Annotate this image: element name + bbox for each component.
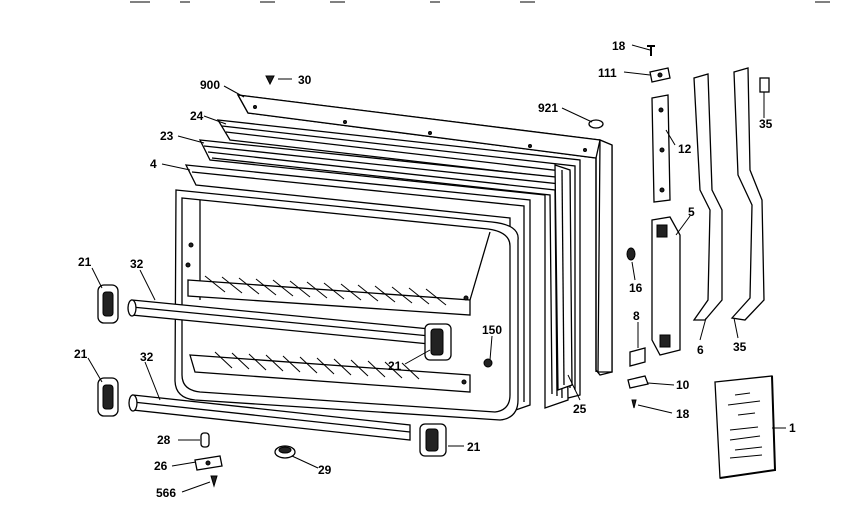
hinge-26 [194,455,223,471]
callout-21-d: 21 [467,440,481,454]
shelf-bar-lower [128,394,411,441]
bin-body [174,189,519,421]
callout-35-top: 35 [759,117,773,131]
callout-32-a: 32 [130,257,144,271]
foot-29 [274,445,296,459]
bracket-8 [629,347,646,367]
callout-4: 4 [150,157,157,171]
callout-1: 1 [789,421,796,435]
hinge-plate-5 [651,216,681,356]
outer-door-panel [236,94,613,376]
shelf-end-cap-left-upper [97,284,119,324]
callout-25: 25 [573,402,587,416]
callout-32-b: 32 [140,350,154,364]
callout-6: 6 [697,343,704,357]
callout-921: 921 [538,101,558,115]
callout-5: 5 [688,205,695,219]
callout-21-b: 21 [388,359,402,373]
callout-18-bot: 18 [676,407,690,421]
screw-16 [626,247,636,261]
door-seal-25 [554,164,573,391]
handle-6 [692,73,723,321]
screw-30 [265,75,275,86]
screw-566 [210,475,218,488]
callout-111: 111 [598,66,617,80]
screw-18-top [647,45,655,56]
shelf-end-cap-right-lower [419,423,447,457]
callout-29: 29 [318,463,332,477]
handle-35 [730,67,765,321]
callout-35-bot: 35 [733,340,747,354]
callout-26: 26 [154,459,168,473]
callout-18-top: 18 [612,39,626,53]
callout-12: 12 [678,142,692,156]
callout-900: 900 [200,78,220,92]
hinge-pin-111 [649,67,671,83]
callout-8: 8 [633,309,640,323]
callout-566: 566 [156,486,176,500]
hinge-bracket-12 [651,94,671,203]
screw-150 [483,358,493,368]
leader-lines [87,44,786,493]
callout-16: 16 [629,281,643,295]
plug-921 [588,119,604,129]
door-stop-35 [759,77,770,93]
callout-21-a: 21 [78,255,92,269]
callout-150: 150 [482,323,502,337]
callout-24: 24 [190,109,204,123]
screw-18-bottom [631,399,637,409]
callout-28: 28 [157,433,171,447]
callout-30: 30 [298,73,312,87]
shelf-end-cap-left-lower [97,377,119,417]
bracket-10 [627,375,649,389]
callout-21-c: 21 [74,347,88,361]
spacer-28 [200,432,210,448]
callout-23: 23 [160,129,174,143]
callout-10: 10 [676,378,690,392]
shelf-end-cap-right-upper [424,323,452,361]
instruction-booklet [714,375,777,479]
callout-labels: 18 111 35 921 900 30 24 23 12 4 5 21 32 … [74,39,796,500]
